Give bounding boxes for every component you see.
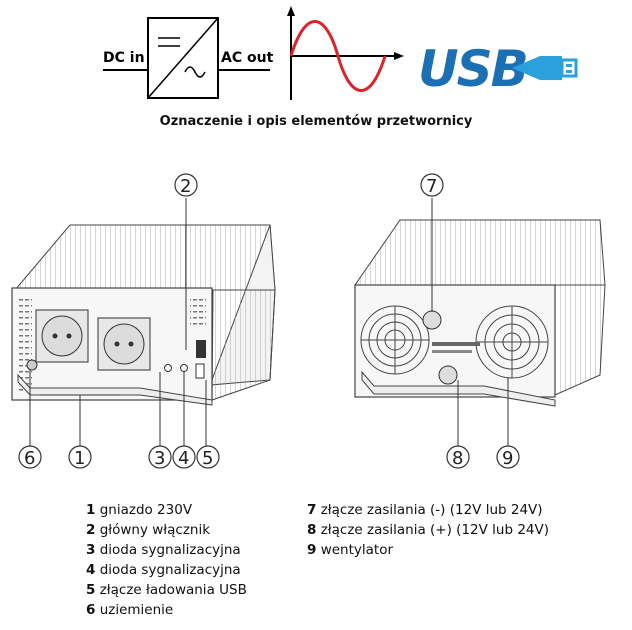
legend-item: 2 główny włącznik xyxy=(86,522,211,538)
led-3 xyxy=(164,364,172,372)
led-4 xyxy=(180,364,188,372)
callout-2: 2 xyxy=(180,176,191,197)
callout-7: 7 xyxy=(426,176,437,197)
ac-out-label: AC out xyxy=(221,50,274,66)
legend-left: 1 gniazdo 230V 2 główny włącznik 3 dioda… xyxy=(86,500,247,620)
callout-6: 6 xyxy=(24,448,35,469)
legend-item: 1 gniazdo 230V xyxy=(86,502,193,518)
top-symbols: DC in AC out USB xyxy=(103,6,578,100)
converter-symbol-icon xyxy=(147,17,219,99)
callout-5: 5 xyxy=(202,448,213,469)
usb-logo-icon: USB xyxy=(418,40,578,98)
fan-right xyxy=(475,305,549,379)
callouts xyxy=(18,173,520,469)
legend-item: 3 dioda sygnalizacyjna xyxy=(86,542,241,558)
terminal-negative xyxy=(422,310,442,330)
dc-in-label: DC in xyxy=(103,50,145,66)
fan-left xyxy=(360,305,430,375)
legend-item: 8 złącze zasilania (+) (12V lub 24V) xyxy=(307,522,549,538)
svg-text:USB: USB xyxy=(418,40,527,98)
socket-230v-left xyxy=(35,309,89,363)
terminal-positive xyxy=(438,365,458,385)
legend-item: 6 uziemienie xyxy=(86,602,174,618)
legend-item: 5 złącze ładowania USB xyxy=(86,582,247,598)
legend-item: 4 dioda sygnalizacyjna xyxy=(86,562,241,578)
legend-item: 9 wentylator xyxy=(307,542,394,558)
back-view xyxy=(354,198,606,448)
callout-4: 4 xyxy=(178,448,189,469)
socket-230v-right xyxy=(97,317,151,371)
usb-port xyxy=(195,363,205,379)
inverter-diagram: 2 6 1 3 4 5 7 8 9 xyxy=(11,173,606,469)
legend-right: 7 złącze zasilania (-) (12V lub 24V) 8 z… xyxy=(307,500,549,560)
page-title: Oznaczenie i opis elementów przetwornicy xyxy=(159,114,473,129)
ground-terminal xyxy=(26,359,38,371)
callout-9: 9 xyxy=(502,448,513,469)
legend-item: 7 złącze zasilania (-) (12V lub 24V) xyxy=(307,502,543,518)
main-switch xyxy=(196,340,206,358)
callout-3: 3 xyxy=(154,448,165,469)
sine-wave-icon xyxy=(287,6,404,100)
callout-1: 1 xyxy=(74,448,85,469)
callout-8: 8 xyxy=(452,448,463,469)
front-view xyxy=(11,198,276,448)
